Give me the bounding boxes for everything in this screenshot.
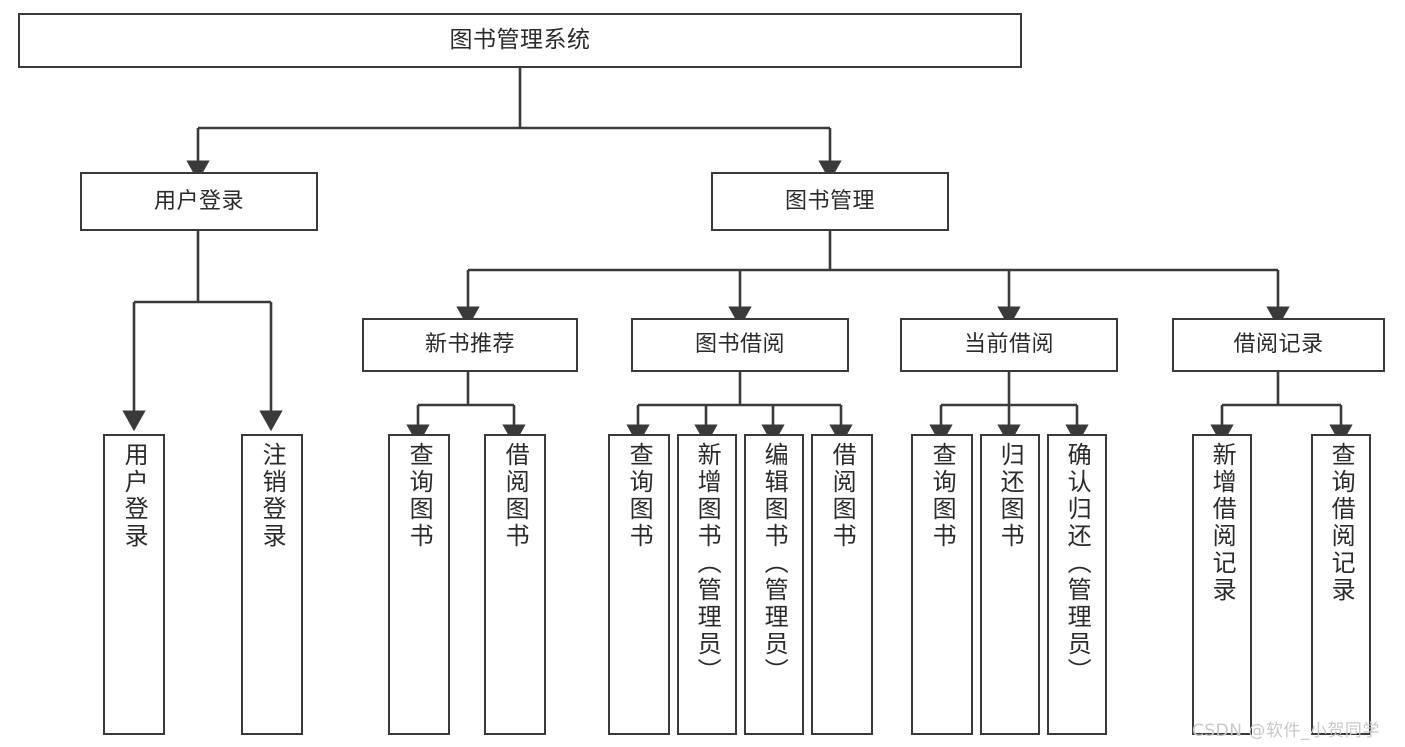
node-label: 查询图书 bbox=[405, 442, 434, 550]
leaf-user-login-login[interactable]: 用户登录 bbox=[103, 434, 165, 735]
leaf-new-book-query[interactable]: 查询图书 bbox=[388, 434, 450, 735]
node-label: 用户登录 bbox=[153, 188, 244, 214]
node-borrow-record[interactable]: 借阅记录 bbox=[1172, 318, 1385, 372]
node-current-borrow[interactable]: 当前借阅 bbox=[900, 318, 1118, 372]
node-label: 图书管理系统 bbox=[449, 26, 591, 53]
node-label: 归还图书 bbox=[996, 442, 1025, 550]
leaf-current-borrow-confirm-return[interactable]: 确认归还（管理员） bbox=[1047, 434, 1107, 735]
leaf-book-borrow-borrow[interactable]: 借阅图书 bbox=[811, 434, 873, 735]
node-book-management[interactable]: 图书管理 bbox=[711, 172, 949, 231]
node-label: 图书管理 bbox=[784, 188, 875, 214]
leaf-user-login-logout[interactable]: 注销登录 bbox=[241, 434, 303, 735]
leaf-borrow-record-add[interactable]: 新增借阅记录 bbox=[1192, 434, 1252, 735]
leaf-borrow-record-query[interactable]: 查询借阅记录 bbox=[1311, 434, 1371, 735]
node-label: 用户登录 bbox=[120, 442, 149, 550]
node-new-book-recommend[interactable]: 新书推荐 bbox=[362, 318, 578, 372]
node-label: 借阅图书 bbox=[501, 442, 530, 550]
node-label: 确认归还（管理员） bbox=[1063, 442, 1092, 685]
leaf-book-borrow-add[interactable]: 新增图书（管理员） bbox=[677, 434, 737, 735]
leaf-book-borrow-query[interactable]: 查询图书 bbox=[608, 434, 670, 735]
node-label: 借阅记录 bbox=[1233, 332, 1324, 358]
node-label: 新增借阅记录 bbox=[1208, 442, 1237, 604]
node-label: 查询图书 bbox=[928, 442, 957, 550]
node-label: 编辑图书（管理员） bbox=[760, 442, 789, 685]
leaf-current-borrow-return[interactable]: 归还图书 bbox=[980, 434, 1040, 735]
node-label: 新增图书（管理员） bbox=[693, 442, 722, 685]
node-label: 查询图书 bbox=[625, 442, 654, 550]
node-label: 查询借阅记录 bbox=[1327, 442, 1356, 604]
csdn-watermark: CSDN @软件_小贺同学 bbox=[1192, 721, 1380, 741]
node-label: 借阅图书 bbox=[828, 442, 857, 550]
node-root-system[interactable]: 图书管理系统 bbox=[18, 13, 1022, 68]
leaf-new-book-borrow[interactable]: 借阅图书 bbox=[484, 434, 546, 735]
node-label: 图书借阅 bbox=[694, 332, 785, 358]
leaf-current-borrow-query[interactable]: 查询图书 bbox=[911, 434, 973, 735]
leaf-book-borrow-edit[interactable]: 编辑图书（管理员） bbox=[744, 434, 804, 735]
node-label: 当前借阅 bbox=[963, 332, 1054, 358]
node-book-borrow[interactable]: 图书借阅 bbox=[631, 318, 849, 372]
node-label: 新书推荐 bbox=[424, 332, 515, 358]
node-label: 注销登录 bbox=[258, 442, 287, 550]
node-user-login[interactable]: 用户登录 bbox=[80, 172, 318, 231]
